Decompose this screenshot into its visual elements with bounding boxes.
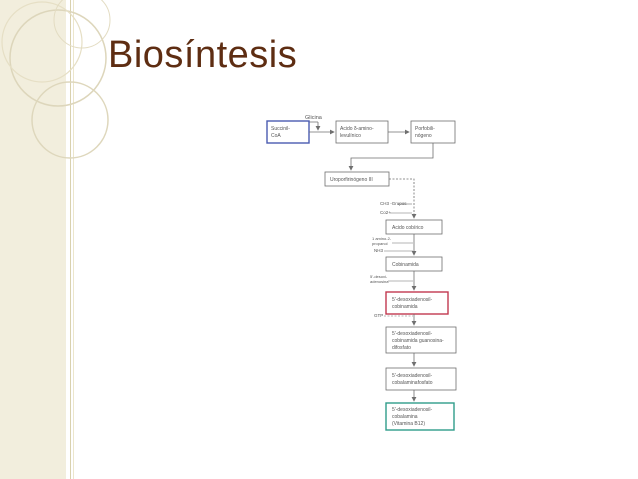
svg-text:(Vitamina B12): (Vitamina B12) — [392, 421, 425, 427]
decorative-divider-thin — [73, 0, 74, 479]
svg-text:Acido δ-amino-: Acido δ-amino- — [340, 126, 374, 132]
svg-text:difosfato: difosfato — [392, 345, 411, 351]
decorative-divider — [70, 0, 71, 479]
glicina-label: Glicina — [305, 115, 323, 121]
label-amino-propanol-2: propanol — [372, 241, 388, 246]
svg-text:Uroporfirinógeno III: Uroporfirinógeno III — [330, 177, 373, 183]
svg-text:5'-desoxiadenosil-: 5'-desoxiadenosil- — [392, 331, 432, 337]
label-ch3-grupos: CH3 -Grupos — [380, 201, 407, 206]
node-cobalamina-vitamina-b12: 5'-desoxiadenosil- cobalamina (Vitamina … — [385, 402, 455, 431]
svg-text:cobalaminafosfato: cobalaminafosfato — [392, 380, 433, 386]
svg-text:5'-desoxiadenosil-: 5'-desoxiadenosil- — [392, 297, 432, 303]
node-acido-aminolevulinico: Acido δ-amino- levulínico — [335, 120, 389, 144]
svg-text:Cobinamida: Cobinamida — [392, 262, 419, 268]
node-succinil-coa: Succinil- CoA — [266, 120, 310, 144]
node-guanosina-difosfato: 5'-desoxiadenosil- cobinamida guanosina-… — [385, 326, 457, 354]
node-acido-cobirinico: Acido cobírico — [385, 219, 443, 235]
label-nh3: NH3 — [374, 248, 383, 253]
svg-text:5'-desoxiadenosil-: 5'-desoxiadenosil- — [392, 407, 432, 413]
svg-text:cobinamida guanosina-: cobinamida guanosina- — [392, 338, 444, 344]
svg-text:CoA: CoA — [271, 133, 281, 139]
node-cobinamida: Cobinamida — [385, 256, 443, 272]
label-cobalto: Co2+ — [380, 210, 391, 215]
node-uroporfirinogeno: Uroporfirinógeno III — [324, 171, 390, 187]
svg-text:Porfobili-: Porfobili- — [415, 126, 435, 132]
label-desoxiadenosina-1: 5'-desoxi- — [370, 274, 388, 279]
slide-title: Biosíntesis — [108, 34, 298, 76]
label-desoxiadenosina-2: adenosina — [370, 279, 389, 284]
svg-text:cobinamida: cobinamida — [392, 304, 418, 310]
svg-text:Acido cobírico: Acido cobírico — [392, 225, 424, 231]
svg-text:Succinil-: Succinil- — [271, 126, 290, 132]
node-desoxiadenosil-cobinamida: 5'-desoxiadenosil- cobinamida — [385, 291, 449, 315]
svg-text:cobalamina: cobalamina — [392, 414, 418, 420]
node-porfobilinogeno: Porfobili- nógeno — [410, 120, 456, 144]
svg-text:levulínico: levulínico — [340, 133, 361, 139]
svg-text:5'-desoxiadenosil-: 5'-desoxiadenosil- — [392, 373, 432, 379]
label-amino-propanol-1: 1 amino-2- — [372, 236, 392, 241]
svg-text:nógeno: nógeno — [415, 133, 432, 139]
label-gtp: GTP — [374, 313, 383, 318]
decorative-rings — [1, 0, 111, 159]
node-cobalaminafosfato: 5'-desoxiadenosil- cobalaminafosfato — [385, 367, 457, 391]
